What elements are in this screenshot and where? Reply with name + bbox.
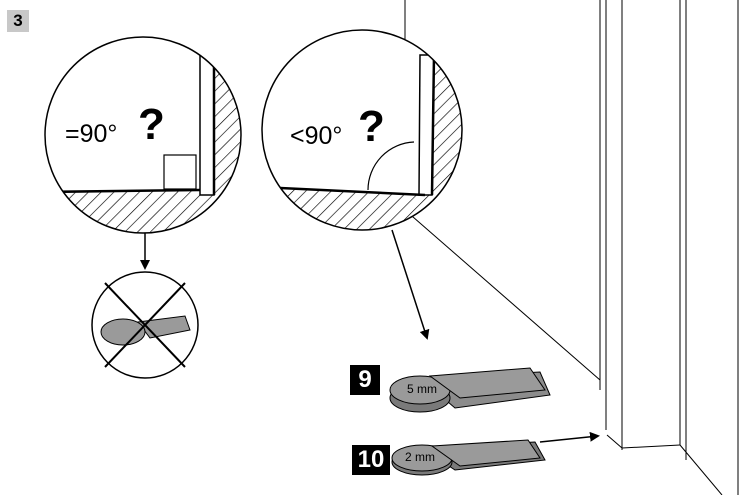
arrow-to-cabinet: [539, 431, 600, 443]
acute-angle-label: <90°: [290, 122, 343, 150]
square-question-mark: ?: [138, 100, 165, 149]
crossed-shim: [91, 271, 199, 379]
part-10-thickness-label: 2 mm: [405, 450, 435, 464]
detail-circle-acute-outline: [261, 29, 463, 231]
cabinet-outline: [404, 0, 739, 495]
part-9-thickness-label: 5 mm: [407, 382, 437, 396]
shim-part-10: [391, 439, 546, 476]
detail-circle-square: [45, 37, 240, 233]
shim-part-9: [389, 367, 551, 413]
detail-circle-acute: [262, 30, 462, 230]
arrow-to-part-9: [391, 229, 430, 340]
acute-question-mark: ?: [358, 102, 385, 151]
detail-circle-square-outline: [44, 36, 242, 234]
square-angle-label: =90°: [65, 120, 118, 148]
step-number-badge: 3: [7, 10, 29, 32]
part-number-9-badge: 9: [350, 365, 380, 395]
part-number-10-badge: 10: [352, 445, 390, 475]
